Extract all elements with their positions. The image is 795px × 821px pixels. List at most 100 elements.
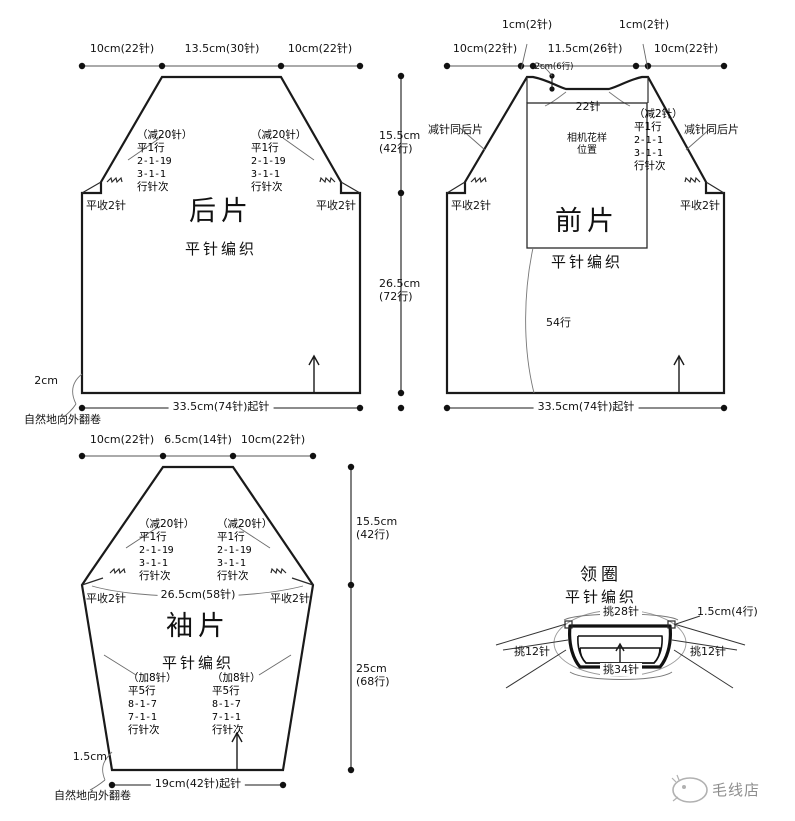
back-bottom-dim-label: 33.5cm(74针)起针: [168, 400, 274, 414]
front-notch-left: [446, 181, 466, 194]
sleeve-increase-left-line-4: 7-1-1: [128, 711, 157, 723]
front-sameback-leader-right: [685, 127, 712, 151]
sleeve-decrease-left-line-5: 行针次: [139, 570, 171, 583]
neckband-pick-left-leader-b: [502, 639, 569, 651]
front-top-dim-label-3: 10cm(22针): [653, 42, 719, 55]
back-top-dim-label-2: 13.5cm(30针): [184, 42, 260, 55]
front-sameback-right-label: 减针同后片: [684, 123, 739, 136]
back-top-dim-dot: [78, 62, 86, 70]
sleeve-top-dim-dot: [159, 452, 167, 460]
sleeve-increase-left-line-3: 8-1-7: [128, 698, 157, 710]
neckband-height-leader: [675, 615, 701, 625]
back-decrease-left-line-5: 行针次: [137, 181, 169, 194]
neckband-pick-left-leader-a: [495, 623, 567, 646]
sleeve-top-dim-label-3: 10cm(22针): [240, 433, 306, 446]
neckband-height-dim-label: 1.5cm(4行): [697, 605, 758, 618]
back-bottom-dim-dot: [356, 404, 364, 412]
sleeve-increase-left-block: （加8针） 平5行 8-1-7 7-1-1 行针次: [128, 672, 177, 738]
sleeve-dim-dot: [347, 463, 355, 471]
center-armhole-dim-label: 15.5cm (42行): [379, 129, 421, 156]
neckband-title: 领圈: [580, 565, 622, 585]
back-bindoff-left-label: 平收2针: [86, 199, 126, 212]
front-pattern-box-label: 相机花样 位置: [567, 133, 607, 156]
neckband-pick-left-leader-c: [505, 649, 567, 689]
front-shoulder-dim-left-label: 1cm(2针): [501, 18, 553, 31]
back-zigzag-right: [319, 176, 336, 184]
back-decrease-left-line-1: （减20针）: [137, 129, 193, 141]
front-zigzag-left: [470, 176, 487, 184]
neckband-pick-bottom-label: 挑34针: [600, 663, 642, 677]
back-decrease-right-block: （减20针） 平1行 2-1-19 3-1-1 行针次: [251, 129, 306, 195]
back-bindoff-right-label: 平收2针: [316, 199, 356, 212]
back-hem-curve: [72, 373, 83, 405]
front-neck-decrease-line-3: 2-1-1: [634, 134, 663, 146]
sleeve-increase-right-line-2: 平5行: [212, 685, 240, 698]
back-panel-outline: [80, 75, 362, 395]
front-neck-stitch-curve-left: [544, 91, 567, 107]
sleeve-top-dim-dot: [309, 452, 317, 460]
front-panel-group: [443, 43, 728, 412]
back-decrease-left-line-3: 2-1-19: [137, 155, 172, 167]
front-sameback-left-label: 减针同后片: [428, 123, 483, 136]
front-top-dim-label-1: 10cm(22针): [452, 42, 518, 55]
sleeve-increase-leader-left: [103, 654, 137, 676]
back-top-dim-label-3: 10cm(22针): [287, 42, 353, 55]
front-neck-stitches-label: 22针: [575, 100, 601, 113]
neckband-pick-right-label: 挑12针: [690, 645, 726, 658]
front-neck-decrease-line-1: （减2针）: [634, 108, 683, 120]
sleeve-decrease-right-line-2: 平1行: [217, 531, 245, 544]
sleeve-increase-left-line-2: 平5行: [128, 685, 156, 698]
sleeve-increase-right-line-4: 7-1-1: [212, 711, 241, 723]
sleeve-decrease-left-line-3: 2-1-19: [139, 544, 174, 556]
back-panel-title: 后片: [189, 196, 253, 227]
back-decrease-left-line-4: 3-1-1: [137, 168, 166, 180]
front-sameback-leader-left: [459, 127, 486, 151]
back-top-dim-dot: [356, 62, 364, 70]
back-decrease-right-line-4: 3-1-1: [251, 168, 280, 180]
back-hem-dim-label: 2cm: [34, 374, 58, 387]
sleeve-decrease-right-block: （减20针） 平1行 2-1-19 3-1-1 行针次: [217, 518, 272, 584]
center-dim-dot: [397, 389, 405, 397]
back-top-dim-label-1: 10cm(22针): [89, 42, 155, 55]
front-panel-outline: [445, 75, 726, 395]
sleeve-increase-right-line-1: （加8针）: [212, 672, 261, 684]
neckband-rib-2: [579, 647, 661, 664]
front-bottom-dim-dot: [720, 404, 728, 412]
front-shoulder-leader-left: [520, 43, 528, 71]
front-rowcount-label: 54行: [546, 316, 571, 329]
front-neck-decrease-block: （减2针） 平1行 2-1-1 3-1-1 行针次: [634, 108, 683, 174]
back-hem-leader: [61, 403, 77, 419]
sleeve-decrease-left-line-1: （减20针）: [139, 518, 195, 530]
back-zigzag-left: [106, 176, 123, 184]
sleeve-decrease-right-line-5: 行针次: [217, 570, 249, 583]
sleeve-notch-left: [81, 577, 104, 586]
sleeve-decrease-right-line-1: （减20针）: [217, 518, 273, 530]
front-shoulder-dim-right-label: 1cm(2针): [618, 18, 670, 31]
front-grain-arrowhead: [673, 354, 685, 366]
front-pattern-box: [526, 102, 648, 249]
center-body-dim-label: 26.5cm (72行): [379, 277, 421, 304]
neckband-outer: [568, 624, 672, 669]
front-neck-stitch-curve-right: [608, 91, 631, 107]
front-bindoff-right-label: 平收2针: [680, 199, 720, 212]
neckband-pick-right-leader-b: [671, 639, 738, 651]
sleeve-dim-dot: [347, 766, 355, 774]
sleeve-width-dim-label: 26.5cm(58针): [157, 588, 239, 602]
back-decrease-left-line-2: 平1行: [137, 142, 165, 155]
back-bottom-dim-dot: [78, 404, 86, 412]
sleeve-hem-dim-label: 1.5cm: [72, 750, 107, 763]
back-grain-arrowhead: [308, 354, 320, 366]
sleeve-decrease-leader-left: [125, 526, 159, 549]
back-top-dim-dot: [277, 62, 285, 70]
front-neck-depth-label: 2cm(6行): [534, 62, 574, 72]
sleeve-decrease-left-line-4: 3-1-1: [139, 557, 168, 569]
neckband-subtitle: 平针编织: [564, 588, 638, 606]
front-notch-right: [705, 181, 725, 194]
sleeve-top-dim-dot: [78, 452, 86, 460]
sleeve-decrease-left-block: （减20针） 平1行 2-1-19 3-1-1 行针次: [139, 518, 194, 584]
sleeve-decrease-leader-right: [237, 526, 271, 549]
back-top-dim-dot: [158, 62, 166, 70]
sleeve-decrease-right-line-3: 2-1-19: [217, 544, 252, 556]
front-neck-decrease-line-4: 3-1-1: [634, 147, 663, 159]
